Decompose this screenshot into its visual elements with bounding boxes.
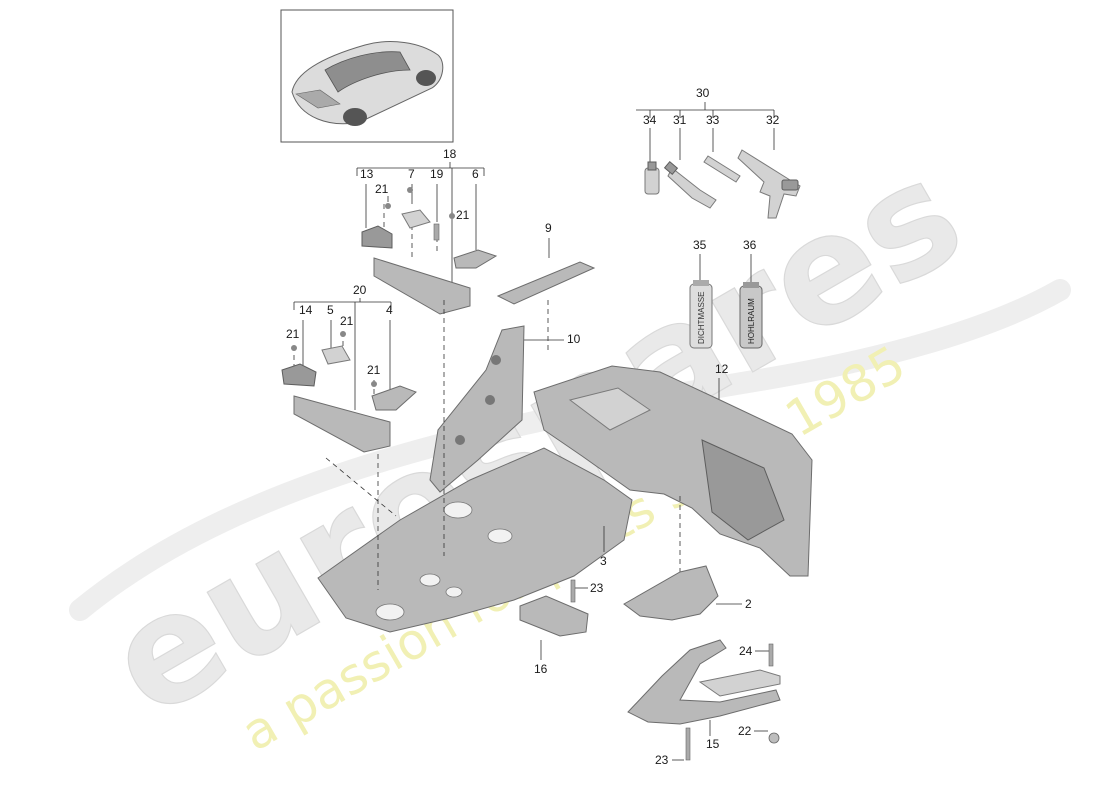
callout-10: 10: [567, 332, 581, 346]
callout-2: 2: [745, 597, 752, 611]
callout-15: 15: [706, 737, 720, 751]
part-3-front-floor: [317, 447, 633, 633]
part-31-tube: [663, 161, 717, 209]
callout-16: 16: [534, 662, 548, 676]
part-18-rail-assembly: [361, 187, 498, 315]
callout-18: 18: [443, 147, 457, 161]
callout-12: 12: [715, 362, 729, 376]
callout-7: 7: [408, 167, 415, 181]
part-23-bolt-lower: [685, 727, 691, 761]
part-20-rail-assembly: [281, 331, 417, 453]
callout-34: 34: [643, 113, 657, 127]
callout-24: 24: [739, 644, 753, 658]
callout-31: 31: [673, 113, 687, 127]
callout-13: 13: [360, 167, 374, 181]
part-15-crossmember: [627, 639, 781, 725]
callout-23a: 23: [590, 581, 604, 595]
callout-35: 35: [693, 238, 707, 252]
car-illustration: [291, 41, 444, 126]
callout-22: 22: [738, 724, 752, 738]
part-2-support: [623, 565, 719, 621]
callout-group-20: 20 14 5 4 21 21 21: [286, 283, 393, 410]
callout-36: 36: [743, 238, 757, 252]
callout-6: 6: [472, 167, 479, 181]
callout-5: 5: [327, 303, 334, 317]
part-24-bolt: [768, 643, 774, 667]
callout-33: 33: [706, 113, 720, 127]
callout-21b: 21: [456, 208, 470, 222]
part-22-nut: [768, 732, 780, 744]
callout-14: 14: [299, 303, 313, 317]
callout-21a: 21: [375, 182, 389, 196]
part-10-side-panel: [429, 325, 525, 493]
callout-21d: 21: [286, 327, 300, 341]
part-36-cavity-wax-can: HOHLRAUM: [739, 282, 763, 349]
part-33-nozzle: [703, 155, 741, 183]
watermark-brand: eurospares: [81, 126, 989, 751]
cavity-wax-can-label: HOHLRAUM: [747, 298, 756, 344]
callout-3: 3: [600, 554, 607, 568]
callout-19: 19: [430, 167, 444, 181]
callout-21c: 21: [340, 314, 354, 328]
callout-32: 32: [766, 113, 780, 127]
part-23-bolt-upper: [570, 579, 576, 603]
callout-4: 4: [386, 303, 393, 317]
part-32-gun: [737, 149, 801, 219]
callout-9: 9: [545, 221, 552, 235]
callout-group-30: 30 34 31 33 32: [636, 86, 780, 165]
part-12-rear-floor: [533, 365, 813, 577]
callout-21e: 21: [367, 363, 381, 377]
part-16-bracket: [519, 595, 589, 637]
callout-30: 30: [696, 86, 710, 100]
sealant-can-label: DICHTMASSE: [697, 292, 706, 344]
callout-20: 20: [353, 283, 367, 297]
vehicle-thumbnail: [280, 9, 454, 143]
part-34-applicator: [644, 161, 660, 195]
part-35-sealant-can: DICHTMASSE: [689, 280, 713, 349]
callout-23b: 23: [655, 753, 669, 767]
part-9-tunnel-panel: [496, 261, 596, 305]
